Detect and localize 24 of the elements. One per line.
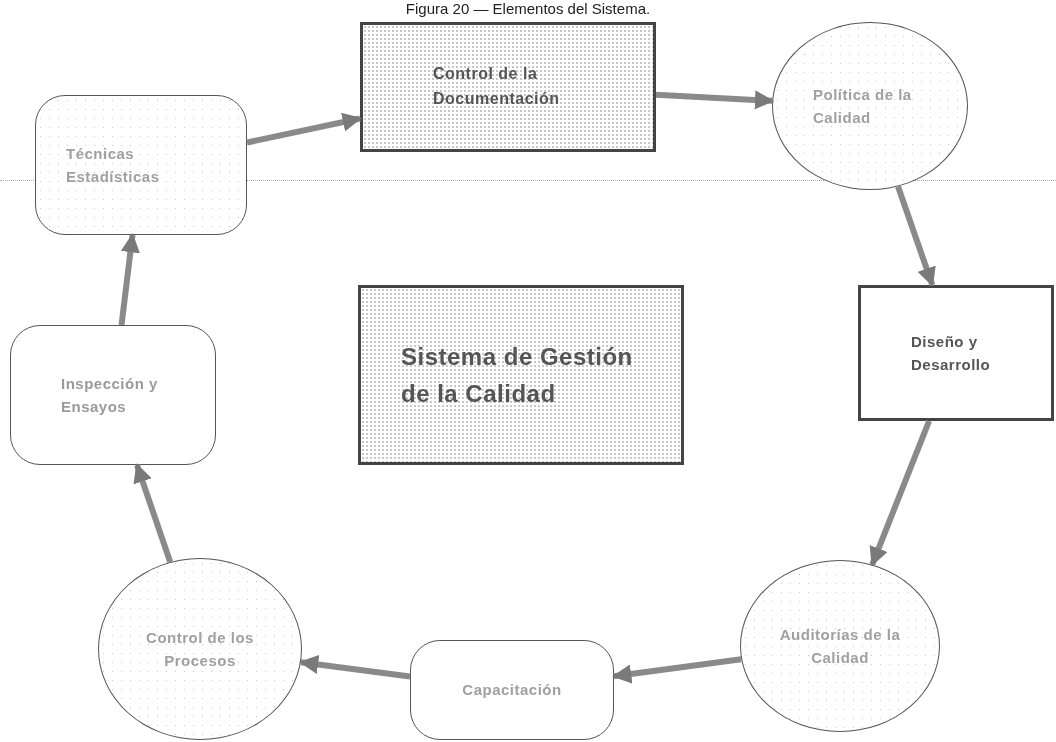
node-label: Control de los Procesos xyxy=(145,627,255,671)
arrow xyxy=(612,656,742,684)
arrow xyxy=(895,185,936,287)
process-box xyxy=(358,285,684,465)
node-label: Diseño y Desarrollo xyxy=(911,331,992,375)
arrow xyxy=(299,655,411,680)
node-label: Inspección y Ensayos xyxy=(61,373,159,417)
node-label: Política de la Calidad xyxy=(813,84,913,128)
process-rounded-box xyxy=(10,325,216,465)
process-rounded-box xyxy=(410,640,614,740)
process-box xyxy=(360,22,656,152)
arrow xyxy=(869,419,932,567)
process-box xyxy=(858,285,1054,421)
node-label: Control de la Documentación xyxy=(433,64,561,109)
arrow xyxy=(133,463,174,563)
node-label: Sistema de Gestión de la Calidad xyxy=(401,341,634,409)
node-label: Auditorías de la Calidad xyxy=(778,624,902,668)
arrow xyxy=(246,112,362,146)
node-label: Capacitación xyxy=(462,680,562,701)
process-rounded-box xyxy=(35,95,247,235)
arrow xyxy=(655,90,775,110)
figure-title: Figura 20 — Elementos del Sistema. xyxy=(404,0,652,17)
node-label: Técnicas Estadísticas xyxy=(66,143,161,187)
arrow xyxy=(118,233,140,326)
